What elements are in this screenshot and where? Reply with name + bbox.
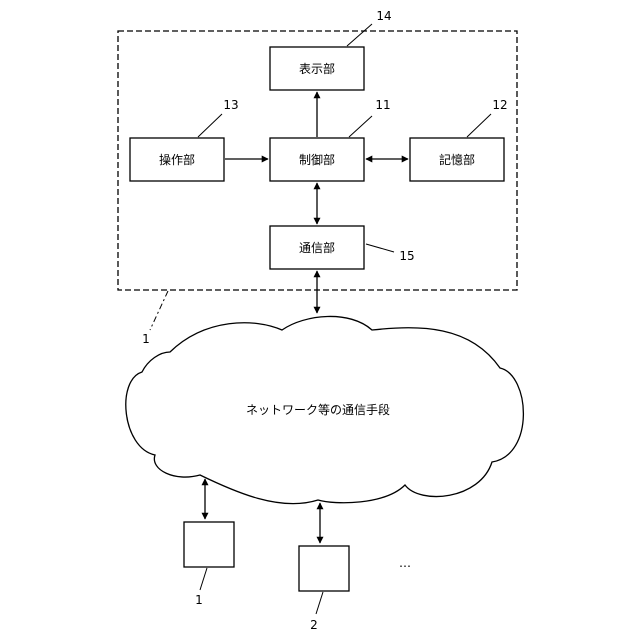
- control-label: 制御部: [299, 152, 335, 167]
- ref-13: 13: [223, 98, 238, 112]
- leader-12: [467, 114, 491, 137]
- storage-label: 記憶部: [439, 152, 475, 167]
- ref-12: 12: [492, 98, 507, 112]
- leader-device-1: [150, 291, 168, 330]
- leader-terminal-1: [200, 568, 207, 590]
- comm-block: 通信部: [270, 226, 364, 269]
- terminal-1: [184, 522, 234, 567]
- leader-13: [198, 114, 222, 137]
- display-label: 表示部: [299, 61, 335, 76]
- storage-block: 記憶部: [410, 138, 504, 181]
- ref-terminal-1: 1: [195, 593, 203, 607]
- display-block: 表示部: [270, 47, 364, 90]
- ref-14: 14: [376, 9, 391, 23]
- terminal-2: [299, 546, 349, 591]
- control-block: 制御部: [270, 138, 364, 181]
- operation-label: 操作部: [159, 152, 195, 167]
- comm-label: 通信部: [299, 240, 335, 255]
- leader-terminal-2: [316, 592, 323, 614]
- leader-15: [366, 244, 394, 252]
- leader-11: [349, 116, 372, 137]
- network-label: ネットワーク等の通信手段: [246, 402, 390, 417]
- ref-terminal-2: 2: [310, 618, 318, 632]
- leader-14: [347, 24, 372, 46]
- ellipsis: …: [399, 556, 411, 570]
- ref-11: 11: [375, 98, 390, 112]
- ref-device: 1: [142, 332, 150, 346]
- ref-15: 15: [399, 249, 414, 263]
- operation-block: 操作部: [130, 138, 224, 181]
